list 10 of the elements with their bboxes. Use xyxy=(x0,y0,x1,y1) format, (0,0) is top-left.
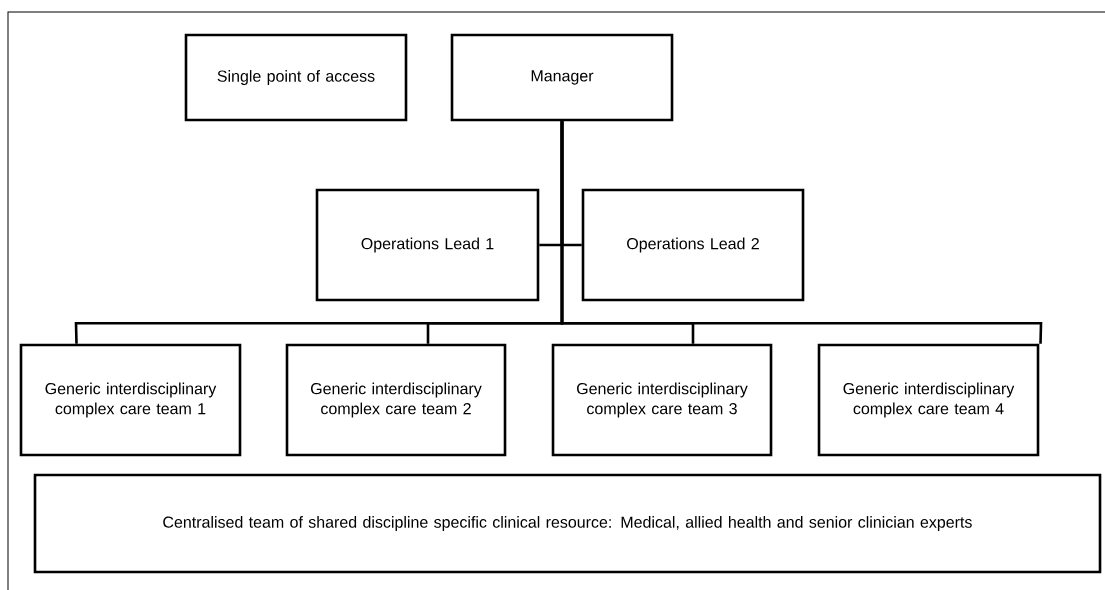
role-box: Operations Lead 1 xyxy=(315,188,540,302)
team-box: Generic interdisciplinary complex care team 3 xyxy=(551,343,773,457)
team-box: Generic interdisciplinary complex care team 2 xyxy=(285,343,507,457)
team-box: Generic interdisciplinary complex care team 1 xyxy=(19,343,242,457)
role-box: Operations Lead 2 xyxy=(581,188,805,302)
process-box: Single point of access xyxy=(184,33,408,122)
connector xyxy=(560,121,1043,344)
role-box: Manager xyxy=(450,33,674,122)
resource-box: Centralised team of shared discipline specific clinical resource: Medical, allied health and senior clinician experts xyxy=(33,473,1102,574)
team-box: Generic interdisciplinary complex care team 4 xyxy=(817,343,1040,457)
